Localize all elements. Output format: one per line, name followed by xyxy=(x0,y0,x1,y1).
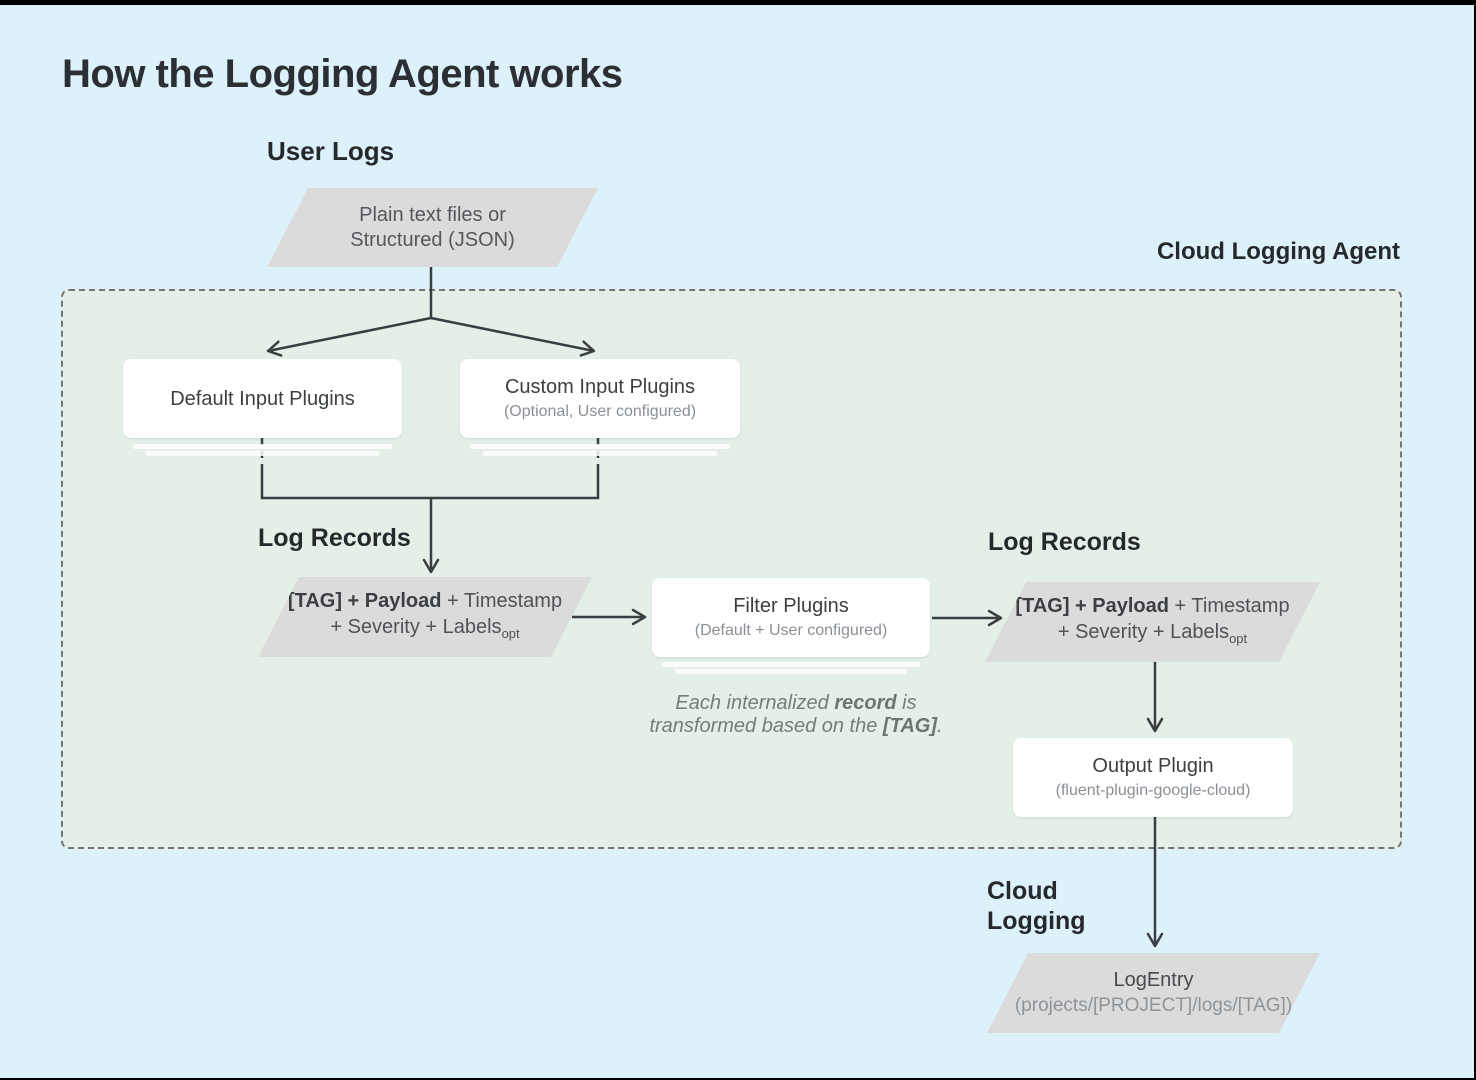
user-input-line2: Structured (JSON) xyxy=(350,228,515,251)
log-record-shape-left: [TAG] + Payload + Timestamp + Severity +… xyxy=(258,577,592,657)
user-input-line1: Plain text files or xyxy=(359,203,506,226)
paper-stack xyxy=(133,444,392,449)
log-entry-title: LogEntry xyxy=(1113,969,1194,991)
page-title: How the Logging Agent works xyxy=(62,52,623,96)
log-entry-shape: LogEntry (projects/[PROJECT]/logs/[TAG]) xyxy=(987,953,1320,1033)
custom-input-plugins-node: Custom Input Plugins (Optional, User con… xyxy=(460,359,740,438)
output-plugin-node: Output Plugin (fluent-plugin-google-clou… xyxy=(1013,738,1293,817)
paper-stack xyxy=(483,451,717,456)
filter-title: Filter Plugins xyxy=(733,595,849,617)
default-input-plugins-node: Default Input Plugins xyxy=(123,359,402,438)
output-title: Output Plugin xyxy=(1092,755,1214,777)
log-record-line2: + Severity + Labelsopt xyxy=(330,615,520,641)
log-entry-subtitle: (projects/[PROJECT]/logs/[TAG]) xyxy=(1014,995,1293,1016)
log-records-label-left: Log Records xyxy=(258,524,411,552)
user-input-shape: Plain text files or Structured (JSON) xyxy=(267,188,598,267)
log-record-line2: + Severity + Labelsopt xyxy=(1057,620,1248,646)
right-edge-bar xyxy=(1474,0,1476,1080)
output-subtitle: (fluent-plugin-google-cloud) xyxy=(1055,782,1251,799)
top-edge-bar xyxy=(0,0,1476,5)
paper-stack xyxy=(675,669,907,674)
paper-stack xyxy=(662,662,920,667)
user-logs-label: User Logs xyxy=(267,136,395,166)
log-records-label-right: Log Records xyxy=(988,528,1141,556)
log-record-shape-right: [TAG] + Payload + Timestamp + Severity +… xyxy=(985,582,1320,662)
paper-stack xyxy=(146,451,379,456)
bottom-edge-bar xyxy=(0,1078,1476,1080)
custom-input-title: Custom Input Plugins xyxy=(504,376,696,398)
cloud-logging-label: Cloud Logging xyxy=(987,877,1086,935)
transform-note: Each internalized record is transformed … xyxy=(649,692,943,737)
log-record-line1: [TAG] + Payload + Timestamp xyxy=(1015,594,1290,617)
filter-subtitle: (Default + User configured) xyxy=(694,622,888,639)
log-record-line1: [TAG] + Payload + Timestamp xyxy=(287,589,563,612)
filter-plugins-node: Filter Plugins (Default + User configure… xyxy=(652,578,930,657)
cloud-logging-agent-label: Cloud Logging Agent xyxy=(1156,238,1400,265)
default-input-title: Default Input Plugins xyxy=(170,387,355,410)
custom-input-subtitle: (Optional, User configured) xyxy=(503,403,697,420)
paper-stack xyxy=(470,444,730,449)
